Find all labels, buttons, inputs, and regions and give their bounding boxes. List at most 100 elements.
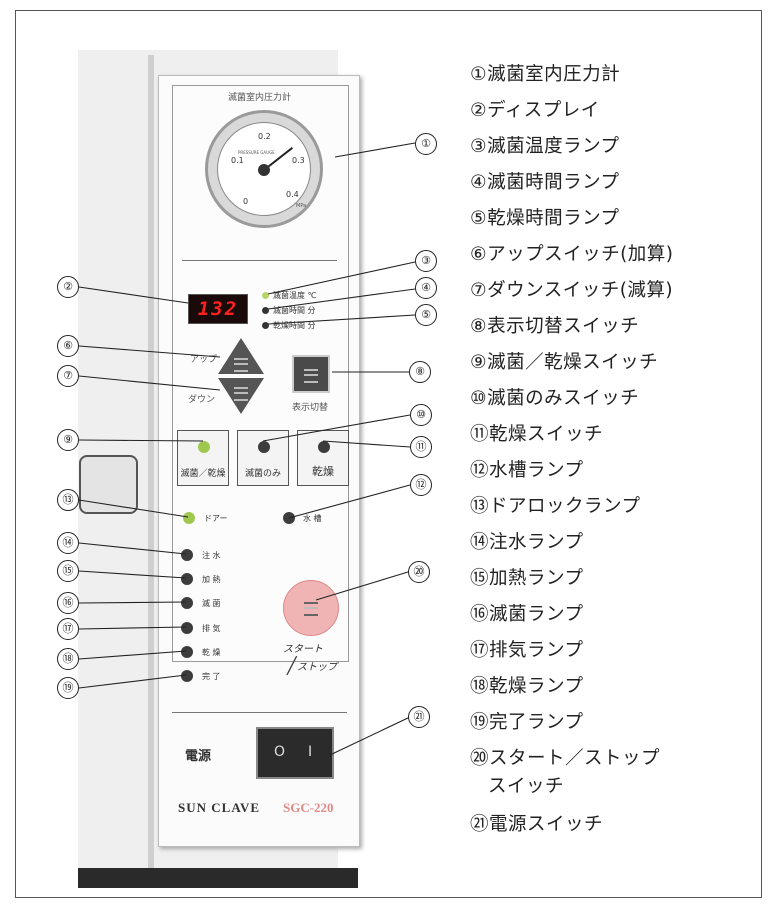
power-divider xyxy=(172,712,347,713)
callout-line-12 xyxy=(288,484,411,519)
callout-9: ⑨ xyxy=(57,429,79,451)
water-fill-label: 注 水 xyxy=(202,551,221,560)
callout-5: ⑤ xyxy=(415,304,437,326)
callout-14: ⑭ xyxy=(57,532,79,554)
callout-line-4 xyxy=(267,288,416,310)
callout-line-1 xyxy=(334,142,416,158)
callout-19: ⑲ xyxy=(57,677,79,699)
legend-item-3: ③滅菌温度ランプ xyxy=(470,136,620,157)
legend-item-19: ⑲完了ランプ xyxy=(470,712,584,733)
legend-item-8: ⑧表示切替スイッチ xyxy=(470,316,640,337)
sterilization-time-label: 滅菌時間 分 xyxy=(273,306,316,315)
callout-16: ⑯ xyxy=(57,592,79,614)
display-switch-icon xyxy=(304,369,318,383)
sterilizing-label: 滅 菌 xyxy=(202,599,221,608)
legend-item-18: ⑱乾燥ランプ xyxy=(470,676,584,697)
gauge-unit: MPa xyxy=(296,203,307,209)
drying-label: 乾 燥 xyxy=(202,648,221,657)
legend-item-4: ④滅菌時間ランプ xyxy=(470,172,620,193)
legend-item-13: ⑬ドアロックランプ xyxy=(470,496,641,517)
legend-item-10: ⑩滅菌のみスイッチ xyxy=(470,388,640,409)
exhaust-label: 排 気 xyxy=(202,624,221,633)
sterilize-dry-button[interactable]: 滅菌／乾燥 xyxy=(177,430,229,486)
display-switch-button[interactable] xyxy=(292,355,330,393)
callout-7: ⑦ xyxy=(57,365,79,387)
down-button[interactable] xyxy=(218,378,264,414)
door-lock-label: ドアー xyxy=(204,514,228,523)
callout-17: ⑰ xyxy=(57,618,79,640)
water-tank-label: 水 槽 xyxy=(303,514,322,523)
callout-line-18 xyxy=(78,650,187,660)
sterilize-only-button[interactable]: 滅菌のみ xyxy=(237,430,289,486)
callout-line-15 xyxy=(78,570,187,579)
sterilize-only-lamp xyxy=(258,441,270,453)
autoclave-edge xyxy=(148,55,154,885)
down-button-icon xyxy=(234,387,248,401)
brand-name: SUN CLAVE xyxy=(178,800,261,815)
callout-15: ⑮ xyxy=(57,560,79,582)
legend-item-15: ⑮加熱ランプ xyxy=(470,568,584,589)
legend-item-5: ⑤乾燥時間ランプ xyxy=(470,208,620,229)
complete-label: 完 了 xyxy=(202,672,221,681)
legend-item-2: ②ディスプレイ xyxy=(470,100,600,121)
power-label: 電源 xyxy=(185,749,212,764)
callout-11: ⑪ xyxy=(410,436,432,458)
power-off-mark: O xyxy=(274,744,286,760)
up-button-icon xyxy=(234,358,248,372)
legend-item-20: ⑳スタート／ストップ xyxy=(470,748,661,769)
heating-label: 加 熱 xyxy=(202,575,221,584)
callout-13: ⑬ xyxy=(57,489,79,511)
gauge-tick-0-4: 0.4 xyxy=(286,190,299,199)
callout-18: ⑱ xyxy=(57,648,79,670)
complete-lamp xyxy=(181,670,193,682)
callout-line-13 xyxy=(78,499,189,518)
callout-1: ① xyxy=(415,133,437,155)
legend-item-6: ⑥アップスイッチ(加算) xyxy=(470,244,674,265)
sterilize-only-label: 滅菌のみ xyxy=(244,469,281,479)
callout-21: ㉑ xyxy=(408,706,430,728)
legend-item-17: ⑰排気ランプ xyxy=(470,640,584,661)
callout-line-21 xyxy=(329,716,411,756)
dry-button[interactable]: 乾燥 xyxy=(297,430,349,486)
gauge-tick-0-1: 0.1 xyxy=(231,156,244,165)
callout-line-2 xyxy=(78,286,189,304)
sterilization-temp-label: 滅菌温度 ℃ xyxy=(273,291,317,300)
up-button[interactable] xyxy=(218,338,264,374)
callout-line-19 xyxy=(78,674,187,689)
legend-item-9: ⑨滅菌／乾燥スイッチ xyxy=(470,352,659,373)
legend-item-14: ⑭注水ランプ xyxy=(470,532,584,553)
panel-divider xyxy=(182,260,337,261)
model-name: SGC-220 xyxy=(283,800,334,815)
callout-line-20 xyxy=(315,571,409,601)
callout-line-17 xyxy=(78,626,187,630)
callout-line-16 xyxy=(78,601,187,604)
callout-line-6 xyxy=(78,345,221,358)
start-stop-button[interactable] xyxy=(283,580,339,636)
legend-item-16: ⑯滅菌ランプ xyxy=(470,604,584,625)
sterilize-dry-lamp xyxy=(198,441,210,453)
callout-line-5 xyxy=(267,314,416,325)
callout-6: ⑥ xyxy=(57,335,79,357)
drying-time-lamp xyxy=(262,322,269,329)
callout-line-9 xyxy=(78,439,204,442)
legend-item-20-cont: スイッチ xyxy=(488,776,565,797)
drying-lamp xyxy=(181,646,193,658)
gauge-pivot xyxy=(258,164,270,176)
legend-item-11: ⑪乾燥スイッチ xyxy=(470,424,604,445)
callout-2: ② xyxy=(57,276,79,298)
drying-time-label: 乾燥時間 分 xyxy=(273,321,316,330)
start-caption: スタート xyxy=(283,644,323,655)
legend-item-21: ㉑電源スイッチ xyxy=(470,814,604,835)
callout-10: ⑩ xyxy=(410,404,432,426)
gauge-tick-0: 0 xyxy=(243,197,249,206)
down-label: ダウン xyxy=(188,395,216,405)
callout-12: ⑫ xyxy=(410,474,432,496)
door-lock-lamp xyxy=(183,512,195,524)
start-stop-slash: ╱ xyxy=(287,656,297,675)
callout-line-11 xyxy=(322,440,411,448)
gauge-title: 滅菌室内圧力計 xyxy=(227,93,291,103)
water-fill-lamp xyxy=(181,549,193,561)
sterilizing-lamp xyxy=(181,597,193,609)
sterilization-time-lamp xyxy=(262,307,269,314)
gauge-tick-0-3: 0.3 xyxy=(292,156,305,165)
